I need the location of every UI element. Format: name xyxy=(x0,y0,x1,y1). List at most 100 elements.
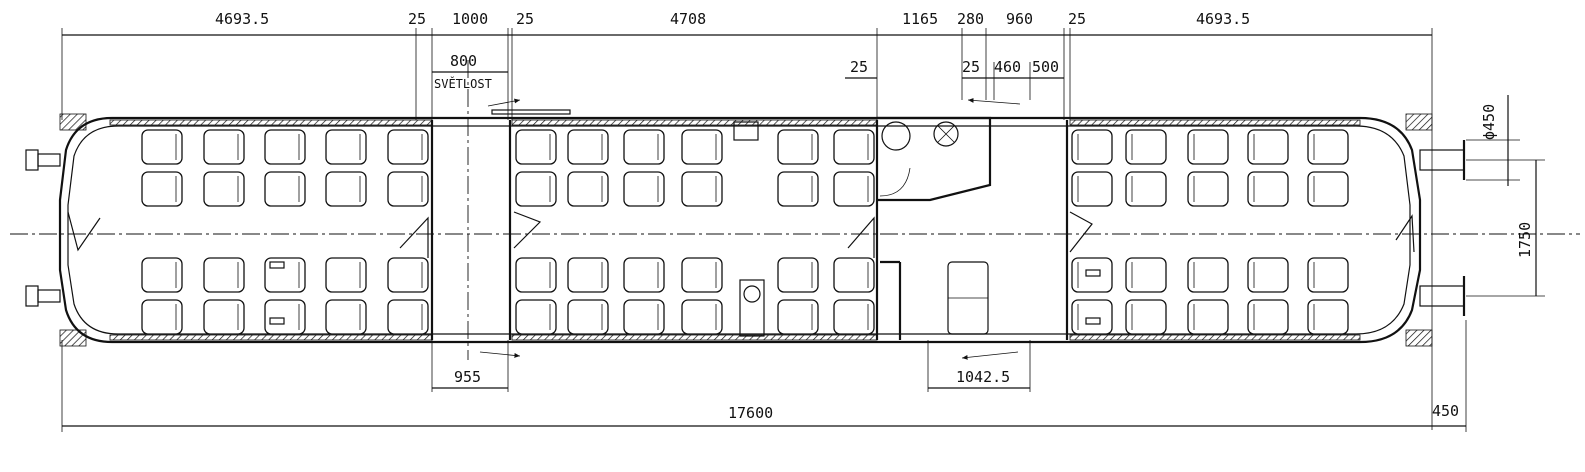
svetlost-label: SVĚTLOST xyxy=(434,76,492,91)
seat xyxy=(1071,299,1113,335)
seat xyxy=(567,257,609,293)
buffer-spacing: 1750 xyxy=(1516,222,1534,258)
seat xyxy=(777,299,819,335)
seat xyxy=(1307,129,1349,165)
seat xyxy=(777,129,819,165)
washbasin-icon xyxy=(933,121,959,147)
seat xyxy=(1187,171,1229,207)
seat xyxy=(833,171,875,207)
seat xyxy=(387,129,429,165)
seat xyxy=(325,299,367,335)
seat xyxy=(515,171,557,207)
seat xyxy=(681,171,723,207)
seat xyxy=(203,171,245,207)
doors xyxy=(67,98,1415,360)
seat xyxy=(264,299,306,335)
dim-top-4: 4708 xyxy=(670,10,706,28)
buffers xyxy=(25,140,1466,316)
dim-top-1: 25 xyxy=(408,10,426,28)
seat xyxy=(264,171,306,207)
seat xyxy=(325,129,367,165)
seat xyxy=(264,129,306,165)
seat xyxy=(515,129,557,165)
seat xyxy=(1307,257,1349,293)
seat xyxy=(1071,171,1113,207)
seat xyxy=(1247,129,1289,165)
dim-coupler: 450 xyxy=(1432,402,1459,420)
seat xyxy=(203,129,245,165)
dim-top-6: 280 xyxy=(957,10,984,28)
seat xyxy=(623,171,665,207)
seat xyxy=(623,299,665,335)
dim-second-0: 800 xyxy=(450,52,477,70)
seat xyxy=(1125,129,1167,165)
seat xyxy=(1071,257,1113,293)
dim-top-0: 4693.5 xyxy=(215,10,269,28)
seat xyxy=(203,299,245,335)
dim-top-9: 4693.5 xyxy=(1196,10,1250,28)
dim-door-left: 955 xyxy=(454,368,481,386)
car-body xyxy=(10,60,1580,360)
seat xyxy=(1247,299,1289,335)
seat xyxy=(325,257,367,293)
seat xyxy=(567,171,609,207)
seat xyxy=(833,299,875,335)
seat xyxy=(681,299,723,335)
seat xyxy=(325,171,367,207)
seat xyxy=(1187,299,1229,335)
dim-second-3: 460 xyxy=(994,58,1021,76)
seat xyxy=(833,129,875,165)
dim-top-7: 960 xyxy=(1006,10,1033,28)
seat xyxy=(1125,171,1167,207)
seat xyxy=(1125,257,1167,293)
folding-seat-marker xyxy=(269,261,285,269)
seat xyxy=(1307,171,1349,207)
dim-top-8: 25 xyxy=(1068,10,1086,28)
seat xyxy=(387,257,429,293)
second-dimension-row: 800 SVĚTLOST 25 25 460 500 xyxy=(432,52,1064,100)
dim-second-1: 25 xyxy=(850,58,868,76)
seat xyxy=(567,129,609,165)
buffer-diameter: ϕ450 xyxy=(1480,104,1498,140)
seat xyxy=(833,257,875,293)
seat xyxy=(203,257,245,293)
folding-seat-marker xyxy=(1085,269,1101,277)
seat xyxy=(141,129,183,165)
dim-second-2: 25 xyxy=(962,58,980,76)
right-dimensions: ϕ450 1750 xyxy=(1466,95,1545,297)
seat xyxy=(1307,299,1349,335)
bottom-dimensions: 955 1042.5 17600 450 xyxy=(61,320,1467,432)
wc-cabin xyxy=(877,116,992,340)
seat xyxy=(387,171,429,207)
seat xyxy=(623,129,665,165)
seat-layout xyxy=(141,129,1349,335)
seat xyxy=(1125,299,1167,335)
seat xyxy=(387,299,429,335)
dim-door-right: 1042.5 xyxy=(956,368,1010,386)
seat xyxy=(777,257,819,293)
dim-second-4: 500 xyxy=(1032,58,1059,76)
seat xyxy=(1187,129,1229,165)
seat xyxy=(515,299,557,335)
seat xyxy=(1247,171,1289,207)
seat xyxy=(141,257,183,293)
seat xyxy=(515,257,557,293)
toilet-icon xyxy=(881,121,911,151)
seat xyxy=(777,171,819,207)
seat xyxy=(681,257,723,293)
seat xyxy=(1247,257,1289,293)
seat xyxy=(567,299,609,335)
folding-seat-marker xyxy=(269,317,285,325)
dim-overall-length: 17600 xyxy=(728,404,773,422)
folding-seat-marker xyxy=(1085,317,1101,325)
top-dimension-chain: 4693.5 25 1000 25 4708 1165 280 960 25 4… xyxy=(61,10,1433,430)
seat xyxy=(1187,257,1229,293)
seat xyxy=(141,171,183,207)
seat xyxy=(141,299,183,335)
seat xyxy=(681,129,723,165)
seat xyxy=(1071,129,1113,165)
seat xyxy=(623,257,665,293)
dim-top-5: 1165 xyxy=(902,10,938,28)
